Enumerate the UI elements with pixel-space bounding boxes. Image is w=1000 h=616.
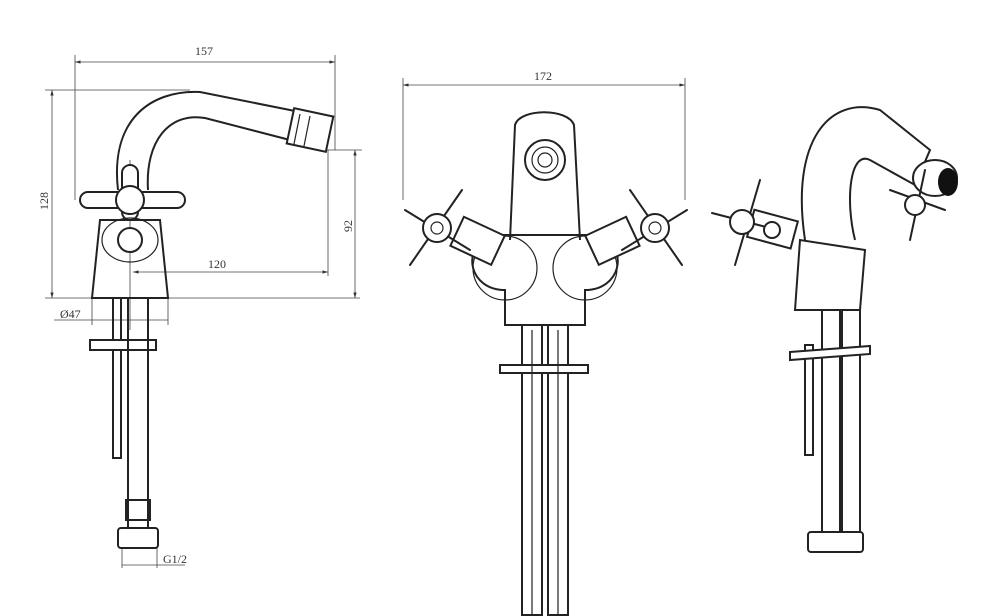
valve-right bbox=[583, 215, 641, 267]
base-diameter-label: Ø47 bbox=[60, 307, 81, 321]
side-view: 157 128 92 120 Ø47 bbox=[37, 44, 362, 568]
width-label: 157 bbox=[195, 44, 213, 58]
dimension-92: 92 bbox=[320, 149, 362, 298]
faucet-body-3d bbox=[793, 238, 867, 311]
hex-nut-3d bbox=[807, 531, 864, 553]
hex-nut bbox=[117, 527, 159, 549]
supply-hose-3d-right bbox=[841, 309, 861, 541]
front-view: 172 bbox=[402, 69, 688, 616]
mounting-plate-front bbox=[499, 364, 589, 374]
width-label: 172 bbox=[534, 69, 552, 83]
cross-handle-right bbox=[621, 189, 688, 266]
cross-handle-left-3d bbox=[711, 179, 781, 266]
reach-label: 120 bbox=[208, 257, 226, 271]
dimension-157: 157 bbox=[74, 44, 336, 200]
dimension-120: 120 bbox=[129, 150, 329, 330]
cross-handle bbox=[79, 164, 186, 263]
mounting-plate bbox=[89, 339, 157, 351]
supply-hose bbox=[127, 297, 149, 539]
height-label: 128 bbox=[37, 192, 51, 210]
mounting-plate-3d bbox=[789, 344, 871, 362]
supply-hose-3d-left bbox=[821, 309, 841, 541]
dimension-172: 172 bbox=[402, 69, 686, 200]
aerator-front bbox=[524, 139, 566, 181]
perspective-view bbox=[711, 106, 958, 553]
spout-height-label: 92 bbox=[341, 220, 355, 232]
valve-left bbox=[449, 215, 507, 267]
dimension-g12: G1/2 bbox=[121, 548, 187, 568]
aerator bbox=[285, 107, 335, 153]
spout-3d bbox=[800, 106, 932, 241]
cross-handle-right-3d bbox=[889, 169, 946, 241]
thread-label: G1/2 bbox=[163, 552, 187, 566]
pop-up-rod bbox=[112, 297, 122, 459]
cross-handle-left bbox=[404, 189, 471, 266]
spout-front bbox=[509, 111, 581, 241]
pop-up-rod-3d bbox=[804, 344, 814, 456]
dimension-diameter-47: Ø47 bbox=[54, 298, 169, 325]
spout bbox=[116, 90, 302, 191]
